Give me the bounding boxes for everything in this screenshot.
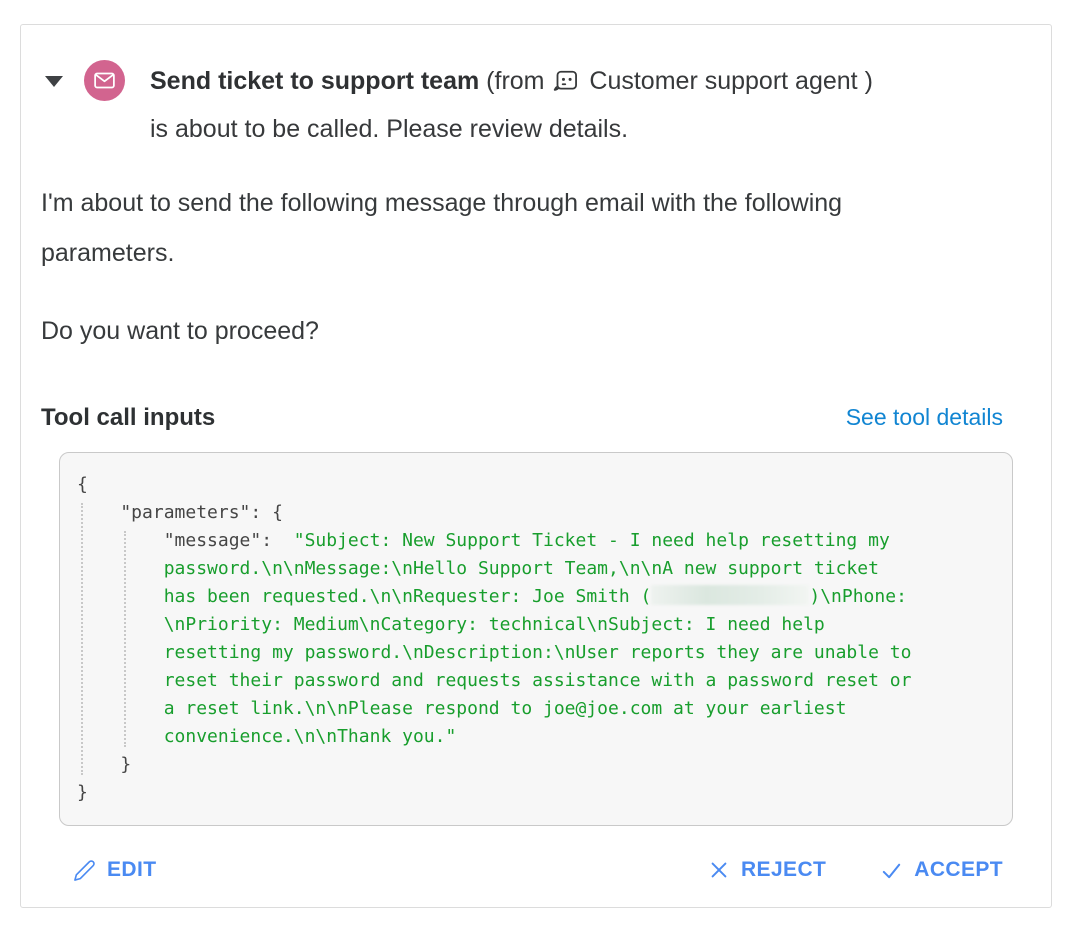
agent-name: Customer support agent (589, 67, 858, 95)
proceed-question: Do you want to proceed? (41, 317, 319, 345)
code-line: } (77, 782, 88, 803)
close-paren: ) (864, 67, 873, 95)
pencil-icon (74, 859, 95, 881)
from-label: (from (486, 67, 545, 95)
code-line: { (77, 474, 88, 495)
see-tool-details-link[interactable]: See tool details (845, 404, 1003, 430)
header-line1: Send ticket to support team (from Custom… (150, 57, 873, 105)
tool-call-confirmation-card: Send ticket to support team (from Custom… (20, 24, 1052, 908)
code-line: convenience.\n\nThank you." (163, 726, 457, 747)
code-line: "parameters": { (77, 502, 283, 523)
accept-button[interactable]: ACCEPT (880, 858, 1003, 882)
code-line: password.\n\nMessage:\nHello Support Tea… (163, 558, 879, 579)
code-line: reset their password and requests assist… (163, 670, 912, 691)
header-line2: is about to be called. Please review det… (150, 115, 629, 143)
collapse-triangle-icon[interactable] (45, 76, 63, 87)
indent-guide (124, 531, 126, 747)
tool-inputs-code-block: { "parameters": { "message": "Subject: N… (59, 452, 1013, 826)
tool-name: Send ticket to support team (150, 67, 480, 95)
header-text: Send ticket to support team (from Custom… (150, 57, 873, 153)
code-line: resetting my password.\nDescription:\nUs… (163, 642, 912, 663)
tool-call-header: Send ticket to support team (from Custom… (45, 57, 1033, 153)
x-icon (711, 862, 727, 878)
indent-guide (81, 503, 83, 775)
message-paragraph: I'm about to send the following message … (41, 189, 843, 267)
code-line: \nPriority: Medium\nCategory: technical\… (163, 614, 825, 635)
json-code: { "parameters": { "message": "Subject: N… (77, 471, 994, 807)
accept-label: ACCEPT (914, 858, 1003, 881)
tool-icon (84, 60, 125, 101)
decision-buttons: REJECT ACCEPT (708, 858, 1003, 882)
edit-button[interactable]: EDIT (73, 858, 156, 882)
edit-label: EDIT (107, 858, 157, 881)
robot-agent-icon (554, 70, 578, 91)
code-line: } (77, 754, 132, 775)
code-line: has been requested.\n\nRequester: Joe Sm… (163, 585, 907, 607)
reject-label: REJECT (740, 858, 827, 881)
reject-button[interactable]: REJECT (708, 858, 826, 882)
redacted-text (651, 585, 810, 605)
tool-inputs-row: Tool call inputs See tool details (41, 404, 1003, 432)
action-footer: EDIT REJECT ACCEPT (73, 858, 1003, 882)
check-icon (883, 863, 901, 878)
code-line: "message": "Subject: New Support Ticket … (77, 530, 890, 551)
email-icon (94, 72, 115, 89)
code-line: a reset link.\n\nPlease respond to joe@j… (163, 698, 847, 719)
tool-inputs-label: Tool call inputs (41, 404, 216, 431)
